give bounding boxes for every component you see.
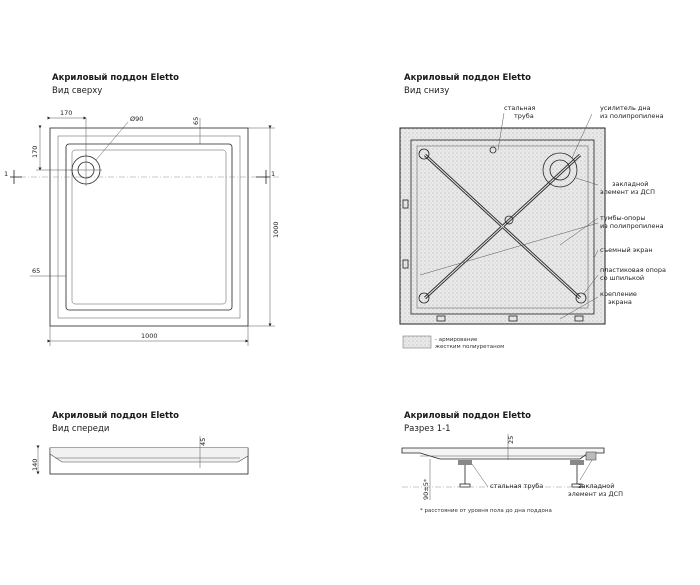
support-leg-2 bbox=[575, 292, 587, 304]
bottom-frame bbox=[410, 139, 595, 315]
dim-65-h: 65 bbox=[32, 267, 40, 275]
top-view-title: Акриловый поддон Eletto bbox=[52, 73, 179, 83]
tray-basin bbox=[65, 143, 233, 311]
support-leg-1 bbox=[418, 148, 430, 160]
drain-boss-inner bbox=[549, 159, 571, 181]
section-label-steel-pipe: стальная труба bbox=[490, 482, 543, 490]
support-leg-4 bbox=[489, 146, 497, 154]
front-view-title: Акриловый поддон Eletto bbox=[52, 411, 179, 421]
legend-text: - армирование жестким полиуретаном bbox=[435, 337, 504, 350]
section-1-right-label: 1 bbox=[271, 170, 275, 178]
bottom-frame-inner bbox=[416, 145, 589, 309]
section-insert-line2: элемент из ДСП bbox=[568, 490, 623, 498]
callout-steel-pipe-line2: труба bbox=[514, 112, 534, 120]
dim-1000-v: 1000 bbox=[272, 221, 280, 238]
section-steel-pipe-left bbox=[458, 460, 472, 465]
screen-clip-2 bbox=[508, 315, 518, 322]
dim-90: 90±5* bbox=[422, 478, 430, 500]
dim-65-v: 65 bbox=[192, 117, 200, 125]
callout-insert-line1: закладной bbox=[612, 180, 648, 188]
callout-steel-pipe-line1: стальная bbox=[504, 104, 536, 112]
callout-bottom-reinforcement: усилитель дна из полипропилена bbox=[600, 104, 664, 120]
dim-25: 25 bbox=[507, 436, 515, 444]
dim-170-v: 170 bbox=[31, 146, 39, 158]
dim-45: 45 bbox=[199, 438, 207, 446]
section-profile bbox=[401, 447, 605, 460]
tray-floor bbox=[71, 149, 227, 305]
section-1-left-label: 1 bbox=[4, 170, 8, 178]
callout-plastic-support-line1: пластиковая опора bbox=[600, 266, 666, 274]
section-view-subtitle: Разрез 1-1 bbox=[404, 424, 451, 434]
tray-rim bbox=[57, 135, 241, 319]
callout-chipboard-insert: закладной элемент из ДСП bbox=[600, 180, 655, 196]
section-foot-right bbox=[571, 483, 583, 488]
bottom-view: Акриловый поддон Eletto Вид снизу bbox=[399, 73, 668, 350]
callout-screen-mount-line2: экрана bbox=[608, 298, 632, 306]
callout-removable-screen: съемный экран bbox=[600, 246, 653, 254]
callout-leaders bbox=[419, 112, 599, 320]
screen-clip-4 bbox=[402, 199, 409, 209]
steel-pipe-b-core bbox=[424, 154, 581, 299]
section-view: Акриловый поддон Eletto Разрез 1-1 25 90… bbox=[401, 411, 623, 514]
callout-support-pedestals: тумбы-опоры из полипропилена bbox=[600, 214, 664, 230]
front-rim-shading bbox=[49, 448, 249, 463]
dim-170-h: 170 bbox=[60, 109, 72, 117]
drain-boss-outer bbox=[542, 152, 578, 188]
section-label-insert: закладной элемент из ДСП bbox=[568, 482, 623, 498]
callout-screen-mount-line1: крепление bbox=[600, 290, 637, 298]
callout-pedestals-line2: из полипропилена bbox=[600, 222, 664, 230]
bottom-view-title: Акриловый поддон Eletto bbox=[404, 73, 531, 83]
legend-swatch bbox=[402, 335, 432, 349]
legend-line2: жестким полиуретаном bbox=[435, 344, 504, 350]
screen-clip-5 bbox=[402, 259, 409, 269]
drain-leader bbox=[95, 121, 129, 161]
callout-plastic-support-line2: со шпилькой bbox=[600, 274, 644, 282]
callout-pedestals-line1: тумбы-опоры bbox=[600, 214, 645, 222]
top-view: Акриловый поддон Eletto Вид сверху Ø90 1… bbox=[4, 73, 280, 346]
section-footnote: * расстояние от уровня пола до дна поддо… bbox=[420, 508, 552, 514]
top-view-subtitle: Вид сверху bbox=[52, 86, 102, 96]
dim-1000-h: 1000 bbox=[141, 332, 158, 340]
tray-outline bbox=[49, 127, 249, 327]
callout-insert-line2: элемент из ДСП bbox=[600, 188, 655, 196]
section-chipboard-insert bbox=[585, 451, 597, 461]
callout-screen-mount: крепление экрана bbox=[600, 290, 639, 306]
front-view-subtitle: Вид спереди bbox=[52, 424, 109, 434]
callout-reinforcement-line2: из полипропилена bbox=[600, 112, 664, 120]
leader-section-pipe bbox=[471, 463, 489, 488]
dim-diameter-90: Ø90 bbox=[130, 115, 143, 123]
section-steel-pipe-right bbox=[570, 460, 584, 465]
callout-steel-pipe: стальная труба bbox=[504, 104, 538, 120]
section-view-title: Акриловый поддон Eletto bbox=[404, 411, 531, 421]
screen-clip-3 bbox=[574, 315, 584, 322]
section-foot-left bbox=[459, 483, 471, 488]
callout-plastic-support: пластиковая опора со шпилькой bbox=[600, 266, 668, 282]
section-insert-line1: закладной bbox=[578, 482, 614, 490]
screen-clip-1 bbox=[436, 315, 446, 322]
leader-section-insert bbox=[579, 459, 593, 481]
bottom-view-subtitle: Вид снизу bbox=[404, 86, 449, 96]
dim-140: 140 bbox=[31, 459, 39, 471]
callout-reinforcement-line1: усилитель дна bbox=[600, 104, 651, 112]
center-support bbox=[504, 215, 514, 225]
front-view: Акриловый поддон Eletto Вид спереди 140 … bbox=[31, 411, 249, 475]
legend-line1: - армирование bbox=[435, 337, 478, 343]
support-leg-3 bbox=[418, 292, 430, 304]
